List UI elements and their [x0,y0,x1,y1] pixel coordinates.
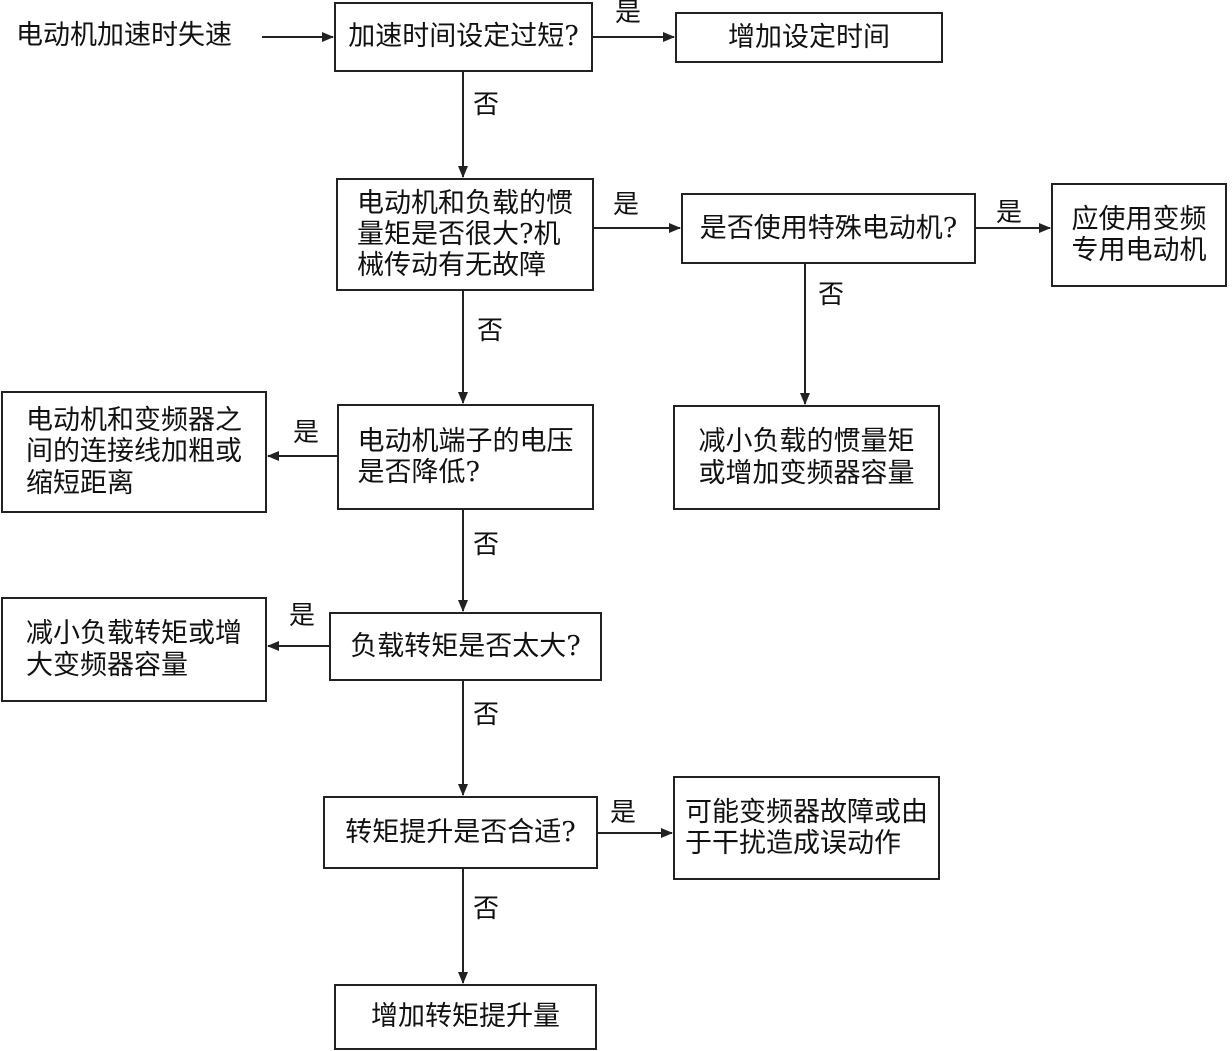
node-a2c-reduce-inertia: 减小负载的惯量矩 或增加变频器容量 [673,405,940,510]
label-q3-no: 否 [473,530,500,560]
label-q5-no: 否 [473,894,500,924]
node-a2b-use-vfd-motor: 应使用变频 专用电动机 [1051,183,1227,287]
label-q4-yes: 是 [289,601,316,631]
node-q1-accel-time: 加速时间设定过短? [334,2,593,72]
node-q5-torque-boost: 转矩提升是否合适? [323,796,598,869]
node-q2b-special-motor: 是否使用特殊电动机? [681,193,976,264]
node-q2-inertia: 电动机和负载的惯 量矩是否很大?机 械传动有无故障 [336,178,594,291]
label-q2-no: 否 [477,316,504,346]
node-q4-load-torque: 负载转矩是否太大? [329,612,602,681]
label-q2-yes: 是 [613,190,640,220]
start-text: 电动机加速时失速 [16,20,232,51]
node-a5-vfd-fault: 可能变频器故障或由 于干扰造成误动作 [673,776,940,880]
node-end-increase-boost: 增加转矩提升量 [334,984,597,1050]
label-q2b-yes: 是 [996,198,1023,228]
label-q1-yes: 是 [615,0,642,28]
label-q3-yes: 是 [293,418,320,448]
node-a1-increase-time: 增加设定时间 [675,12,943,63]
label-q2b-no: 否 [818,280,845,310]
node-a3-thicker-cable: 电动机和变频器之 间的连接线加粗或 缩短距离 [1,391,267,513]
node-q3-terminal-voltage: 电动机端子的电压 是否降低? [337,404,594,510]
label-q5-yes: 是 [610,798,637,828]
label-q1-no: 否 [473,90,500,120]
node-a4-reduce-torque: 减小负载转矩或增 大变频器容量 [1,597,267,702]
label-q4-no: 否 [473,700,500,730]
